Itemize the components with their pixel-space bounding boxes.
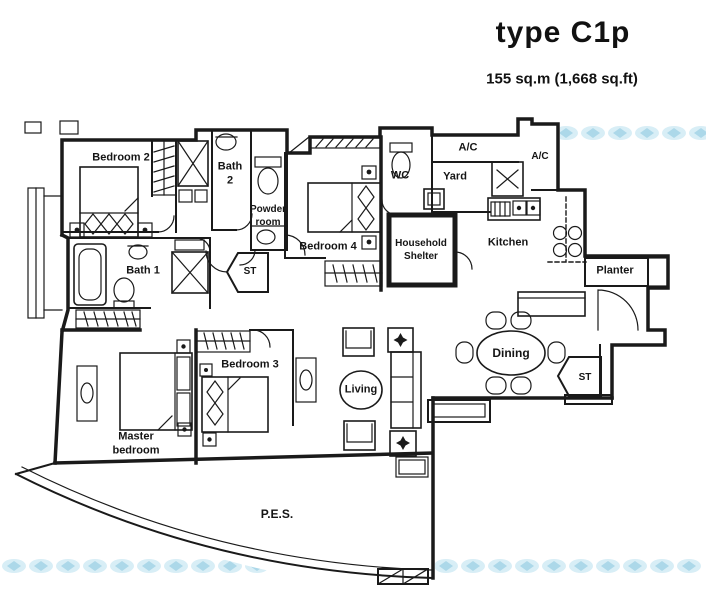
room-label-living: Living xyxy=(345,385,377,396)
room-label-bedroom4: Bedroom 4 xyxy=(299,242,356,253)
room-label-pes: P.E.S. xyxy=(261,508,293,520)
room-label-powder-line1: Powder xyxy=(250,205,286,215)
room-label-master-line2: bedroom xyxy=(112,446,159,457)
room-label-bedroom2: Bedroom 2 xyxy=(92,153,149,164)
room-label-bath2-line2: 2 xyxy=(227,176,233,187)
room-label-bedroom3: Bedroom 3 xyxy=(221,360,278,371)
room-label-household-line2: Shelter xyxy=(404,252,438,262)
room-label-planter: Planter xyxy=(596,266,633,277)
room-label-st-left: ST xyxy=(244,267,257,277)
room-label-ac-top: A/C xyxy=(459,143,478,154)
room-label-ac-right: A/C xyxy=(531,152,548,162)
room-label-master-line1: Master xyxy=(118,432,153,443)
room-label-household-line1: Household xyxy=(395,239,447,249)
room-label-yard: Yard xyxy=(443,172,467,183)
room-label-powder-line2: room xyxy=(256,218,281,228)
room-label-bath1: Bath 1 xyxy=(126,266,160,277)
room-label-bath2-line1: Bath xyxy=(218,162,242,173)
room-label-st-right: ST xyxy=(579,373,592,383)
area-text: 155 sq.m (1,668 sq.ft) xyxy=(486,71,638,88)
room-label-dining: Dining xyxy=(492,347,529,359)
page-title: type C1p xyxy=(496,16,631,50)
room-label-kitchen: Kitchen xyxy=(488,238,528,249)
room-label-wc: WC xyxy=(391,171,409,182)
